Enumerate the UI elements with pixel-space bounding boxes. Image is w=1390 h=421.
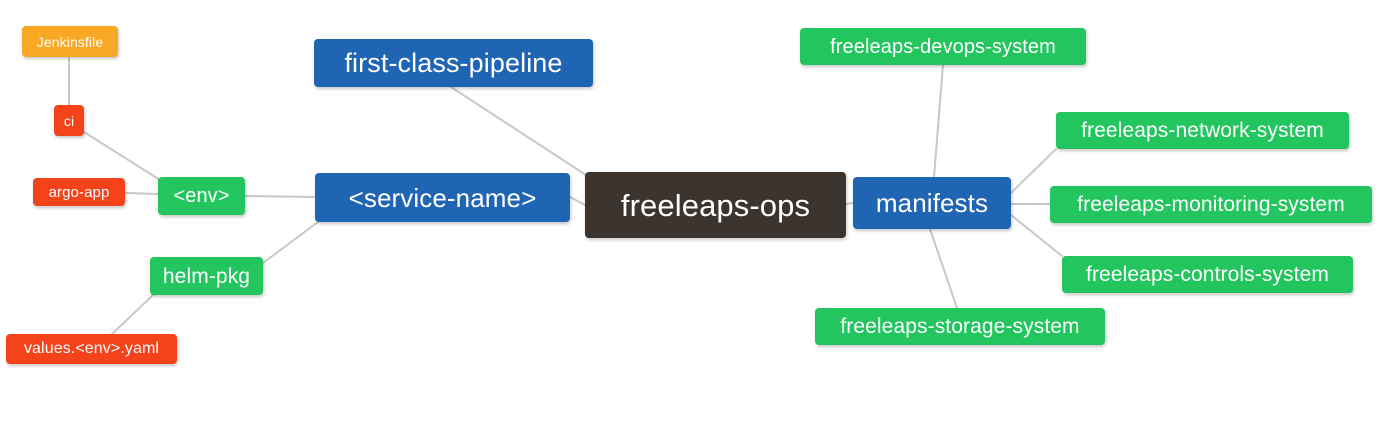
node-label: values.<env>.yaml <box>23 340 160 357</box>
edge-env-to-ci <box>83 131 161 181</box>
node-values-env-yaml[interactable]: values.<env>.yaml <box>6 334 177 364</box>
node-manifests[interactable]: manifests <box>853 177 1011 229</box>
node-label: freeleaps-ops <box>620 187 811 223</box>
node-label: freeleaps-storage-system <box>840 315 1080 338</box>
node-first-class-pipeline[interactable]: first-class-pipeline <box>314 39 593 87</box>
node-label: ci <box>63 112 75 129</box>
edge-helm-pkg-to-values-env-yaml <box>111 294 154 335</box>
edge-freeleaps-ops-to-first-class-pipeline <box>450 86 590 178</box>
edge-freeleaps-ops-to-manifests <box>845 202 854 205</box>
node-label: freeleaps-network-system <box>1081 119 1324 142</box>
node-service-name[interactable]: <service-name> <box>315 173 570 222</box>
node-jenkinsfile[interactable]: Jenkinsfile <box>22 26 118 57</box>
node-label: first-class-pipeline <box>344 47 563 78</box>
edge-manifests-to-freeleaps-network-system <box>1010 148 1057 194</box>
node-argo-app[interactable]: argo-app <box>33 178 125 206</box>
edge-freeleaps-ops-to-service-name <box>569 196 586 206</box>
node-label: freeleaps-controls-system <box>1086 263 1329 286</box>
node-label: Jenkinsfile <box>36 33 104 50</box>
edge-env-to-argo-app <box>124 192 159 195</box>
edge-manifests-to-freeleaps-devops-system <box>933 64 944 178</box>
node-label: argo-app <box>48 183 110 201</box>
node-freeleaps-ops[interactable]: freeleaps-ops <box>585 172 846 238</box>
node-freeleaps-controls-system[interactable]: freeleaps-controls-system <box>1062 256 1353 293</box>
node-helm-pkg[interactable]: helm-pkg <box>150 257 263 295</box>
node-label: <env> <box>173 185 230 207</box>
node-label: freeleaps-monitoring-system <box>1077 193 1345 216</box>
node-ci[interactable]: ci <box>54 105 84 136</box>
node-freeleaps-monitoring-system[interactable]: freeleaps-monitoring-system <box>1050 186 1372 223</box>
edge-manifests-to-freeleaps-storage-system <box>929 228 958 309</box>
node-freeleaps-storage-system[interactable]: freeleaps-storage-system <box>815 308 1105 345</box>
node-label: manifests <box>875 188 989 218</box>
node-label: helm-pkg <box>162 264 251 288</box>
node-env[interactable]: <env> <box>158 177 245 215</box>
node-freeleaps-devops-system[interactable]: freeleaps-devops-system <box>800 28 1086 65</box>
node-label: freeleaps-devops-system <box>830 35 1056 58</box>
edge-service-name-to-helm-pkg <box>262 221 319 264</box>
edge-service-name-to-env <box>244 195 316 198</box>
node-label: <service-name> <box>348 182 537 213</box>
node-freeleaps-network-system[interactable]: freeleaps-network-system <box>1056 112 1349 149</box>
